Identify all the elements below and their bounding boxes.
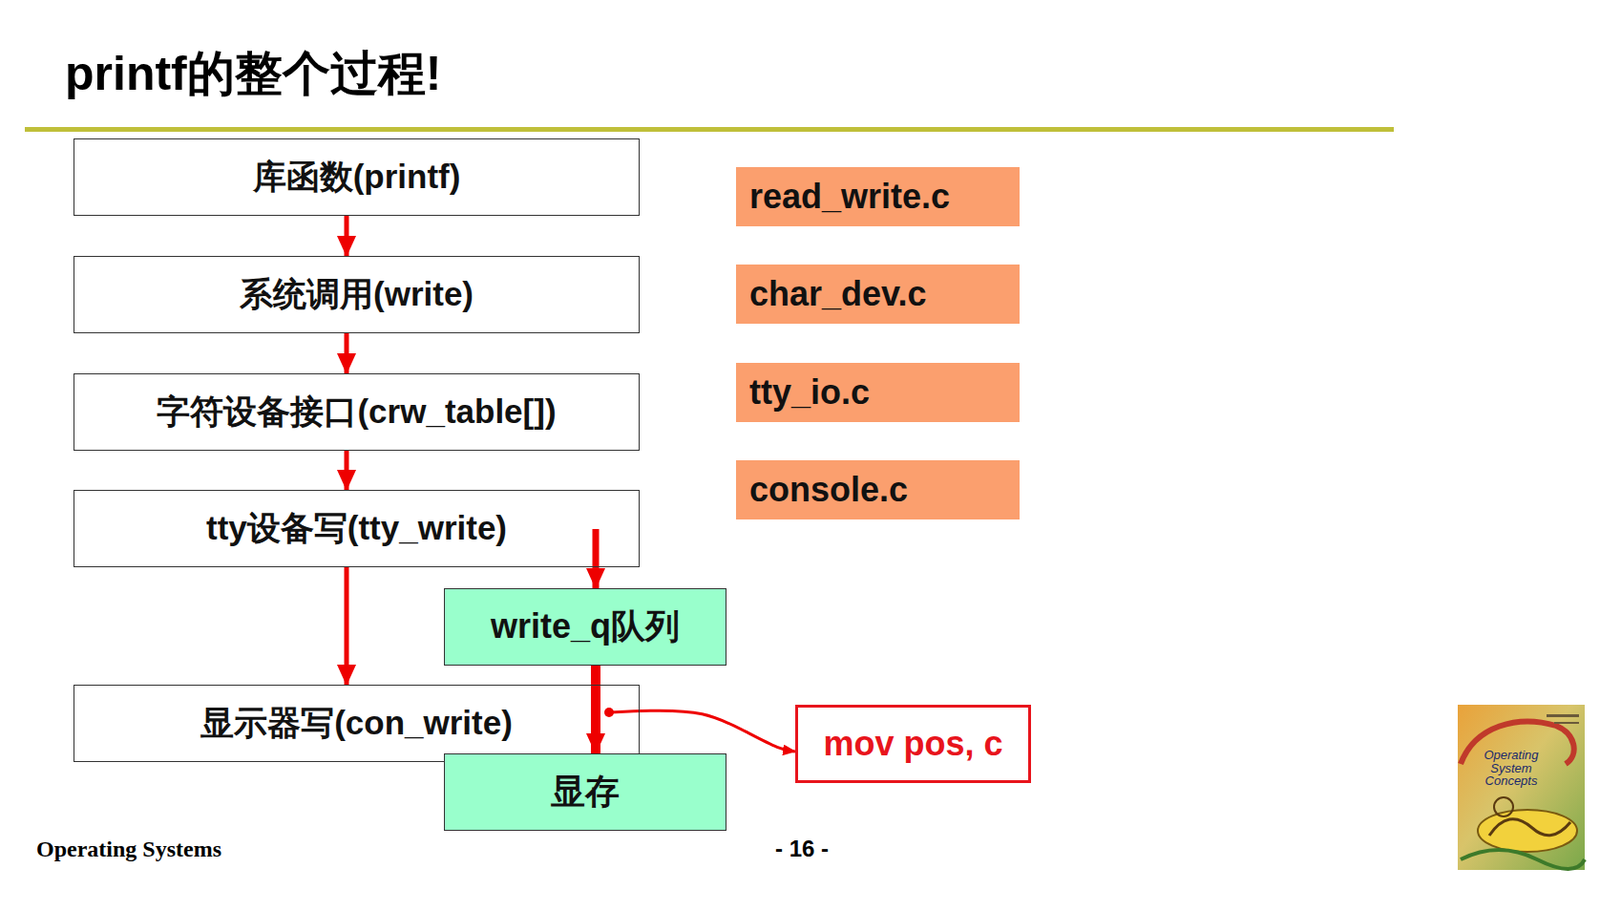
instruction-box: mov pos, c xyxy=(795,704,1032,783)
node-label: mov pos, c xyxy=(822,723,1003,764)
node-label: 系统调用(write) xyxy=(239,272,474,317)
flow-arrow xyxy=(344,567,350,685)
file-tag: char_dev.c xyxy=(736,264,1020,324)
process-box: 显示器写(con_write) xyxy=(73,684,640,762)
node-label: write_q队列 xyxy=(490,603,680,651)
data-box: 显存 xyxy=(443,753,727,831)
process-box: tty设备写(tty_write) xyxy=(73,489,640,568)
process-box: 库函数(printf) xyxy=(73,138,640,216)
title-rule xyxy=(24,126,1394,132)
node-label: read_write.c xyxy=(749,176,950,217)
book-cover xyxy=(1457,704,1585,870)
flow-arrow xyxy=(344,333,350,374)
node-label: console.c xyxy=(749,469,908,510)
flow-arrow xyxy=(609,710,796,752)
node-label: char_dev.c xyxy=(749,273,927,315)
flow-arrow xyxy=(344,215,350,256)
node-label: 库函数(printf) xyxy=(252,154,462,200)
file-tag: console.c xyxy=(736,460,1020,520)
flow-arrow xyxy=(344,450,350,490)
node-label: 显存 xyxy=(550,768,620,816)
node-label: 字符设备接口(crw_table[]) xyxy=(156,389,556,435)
file-tag: tty_io.c xyxy=(736,362,1020,422)
flow-arrow xyxy=(592,528,600,589)
node-label: 显示器写(con_write) xyxy=(200,700,513,746)
slide-title: printf的整个过程! xyxy=(64,42,442,106)
process-box: 字符设备接口(crw_table[]) xyxy=(73,373,640,451)
page-number: - 16 - xyxy=(775,835,829,863)
data-box: write_q队列 xyxy=(443,588,727,666)
connector-dot xyxy=(604,707,614,717)
node-label: tty_io.c xyxy=(749,372,870,413)
flow-arrow xyxy=(590,665,601,754)
cover-title: Operating System Concepts xyxy=(1477,748,1545,788)
file-tag: read_write.c xyxy=(736,167,1020,227)
footer-text: Operating Systems xyxy=(36,836,222,863)
node-label: tty设备写(tty_write) xyxy=(206,505,507,551)
process-box: 系统调用(write) xyxy=(73,255,640,334)
